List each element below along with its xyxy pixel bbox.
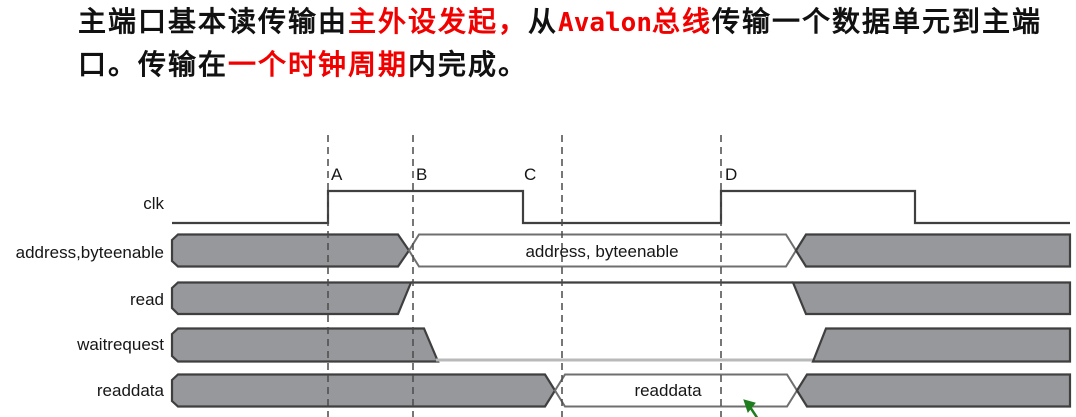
marker-label-c: C — [524, 165, 536, 184]
read-undefined-right — [791, 281, 1072, 316]
marker-label-d: D — [725, 165, 737, 184]
paragraph-line-1: 主端口基本读传输由主外设发起，从Avalon总线传输一个数据单元到主端 — [78, 1, 1073, 44]
clk-waveform — [172, 189, 1070, 225]
green-arrow-head — [743, 399, 756, 414]
waitrequest-label: waitrequest — [76, 335, 164, 354]
text-segment-avalon: Avalon — [558, 8, 652, 38]
text-segment-red: 主外设发起， — [348, 6, 529, 37]
green-pointer-arrow — [743, 399, 759, 417]
text-segment-black: 传输一个数据单元到主端 — [711, 6, 1042, 37]
marker-label-a: A — [331, 165, 343, 184]
read-undefined-left — [170, 281, 413, 316]
text-segment-black: 从 — [528, 6, 559, 37]
address-byteenable-signal — [170, 233, 1072, 268]
clk-signal — [172, 189, 1070, 225]
readdata-valid-label: readdata — [634, 381, 702, 400]
description-paragraph: 主端口基本读传输由主外设发起，从Avalon总线传输一个数据单元到主端 口。传输… — [78, 1, 1073, 85]
readdata-undefined-right — [795, 373, 1072, 408]
marker-label-b: B — [416, 165, 427, 184]
waitrequest-undefined-right — [811, 327, 1072, 363]
text-segment-black: 内完成。 — [408, 49, 529, 80]
readdata-undefined-left — [170, 373, 557, 408]
text-segment-red: 总线 — [651, 6, 712, 37]
readdata-label: readdata — [97, 381, 165, 400]
clk-label: clk — [143, 194, 164, 213]
address-valid-label: address, byteenable — [525, 242, 678, 261]
readdata-signal — [170, 373, 1072, 408]
event-dashed-lines — [327, 135, 722, 417]
waitrequest-signal — [170, 327, 1072, 363]
paragraph-line-2: 口。传输在一个时钟周期内完成。 — [78, 44, 1073, 85]
green-arrow-stem — [748, 406, 759, 417]
address-undefined-left — [170, 233, 411, 268]
read-signal — [170, 281, 1072, 316]
text-segment-red: 一个时钟周期 — [228, 49, 409, 80]
read-label: read — [130, 290, 164, 309]
text-segment-black: 主端口基本读传输由 — [78, 6, 349, 37]
waitrequest-undefined-left — [170, 327, 440, 363]
address-undefined-right — [794, 233, 1072, 268]
address-byteenable-label: address,byteenable — [16, 243, 164, 262]
text-segment-black: 口。传输在 — [78, 49, 229, 80]
